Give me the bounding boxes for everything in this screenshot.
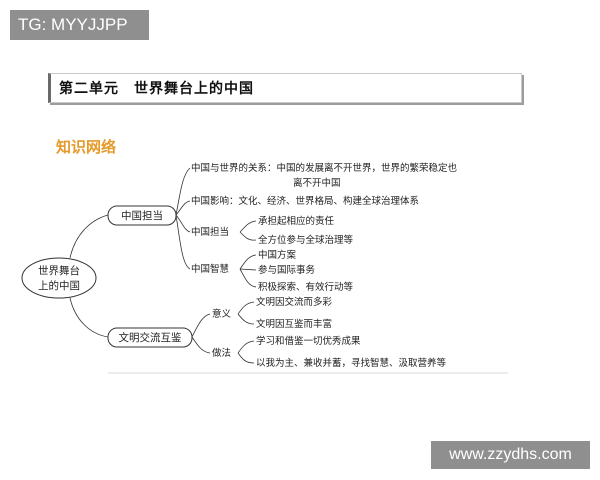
relation-text-line2: 离不开中国 — [293, 177, 341, 189]
root-node — [21, 257, 97, 299]
connector-method-item2 — [237, 352, 255, 364]
influence-text: 中国影响：文化、经济、世界格局、构建全球治理体系 — [191, 195, 419, 207]
connector-b2-meaning — [191, 313, 211, 338]
connector-wisdom-item2 — [239, 268, 257, 271]
connector-method-item1 — [237, 340, 255, 354]
connector-resp-item2 — [239, 231, 257, 241]
watermark-bottom: www.zzydhs.com — [431, 441, 590, 469]
branch-label-civilization: 文明交流互鉴 — [119, 331, 182, 344]
relation-text-line1: 中国与世界的关系：中国的发展离不开世界，世界的繁荣稳定也 — [191, 162, 458, 174]
wisdom-item-2: 参与国际事务 — [258, 264, 316, 276]
meaning-sub-label: 意义 — [212, 308, 232, 320]
meaning-item-1: 文明因交流而多彩 — [256, 296, 333, 308]
method-item-2: 以我为主、兼收并蓄，寻找智慧、汲取营养等 — [256, 357, 447, 369]
root-label-line1: 世界舞台 — [38, 264, 80, 277]
responsibility-item-1: 承担起相应的责任 — [258, 215, 335, 227]
connector-root-branch1 — [69, 214, 109, 259]
connector-wisdom-item1 — [239, 254, 257, 270]
method-item-1: 学习和借鉴一切优秀成果 — [256, 335, 361, 347]
connector-meaning-item1 — [237, 301, 255, 315]
connector-b1-wisdom — [175, 214, 191, 270]
connector-wisdom-item3 — [239, 268, 257, 288]
responsibility-sub-label: 中国担当 — [191, 226, 229, 238]
wisdom-sub-label: 中国智慧 — [191, 263, 230, 275]
wisdom-item-1: 中国方案 — [258, 249, 297, 261]
unit-title-bar: 第二单元 世界舞台上的中国 — [48, 73, 522, 103]
meaning-item-2: 文明因互鉴而丰富 — [256, 318, 332, 330]
responsibility-item-2: 全方位参与全球治理等 — [258, 234, 354, 246]
unit-title: 第二单元 世界舞台上的中国 — [59, 81, 254, 97]
wisdom-item-3: 积极探索、有效行动等 — [258, 281, 354, 293]
connector-b1-responsibility — [175, 214, 191, 233]
watermark-top: TG: MYYJJPP — [10, 10, 149, 40]
connector-meaning-item2 — [237, 313, 255, 325]
method-sub-label: 做法 — [212, 347, 231, 359]
connector-b2-method — [191, 336, 211, 354]
connector-b1-relation — [175, 167, 191, 216]
connector-resp-item1 — [239, 220, 257, 233]
root-label-line2: 上的中国 — [38, 279, 80, 292]
connector-b1-influence — [175, 200, 191, 216]
connector-root-branch2 — [69, 297, 109, 338]
branch-label-china-responsibility: 中国担当 — [121, 209, 163, 222]
section-title: 知识网络 — [56, 138, 117, 156]
